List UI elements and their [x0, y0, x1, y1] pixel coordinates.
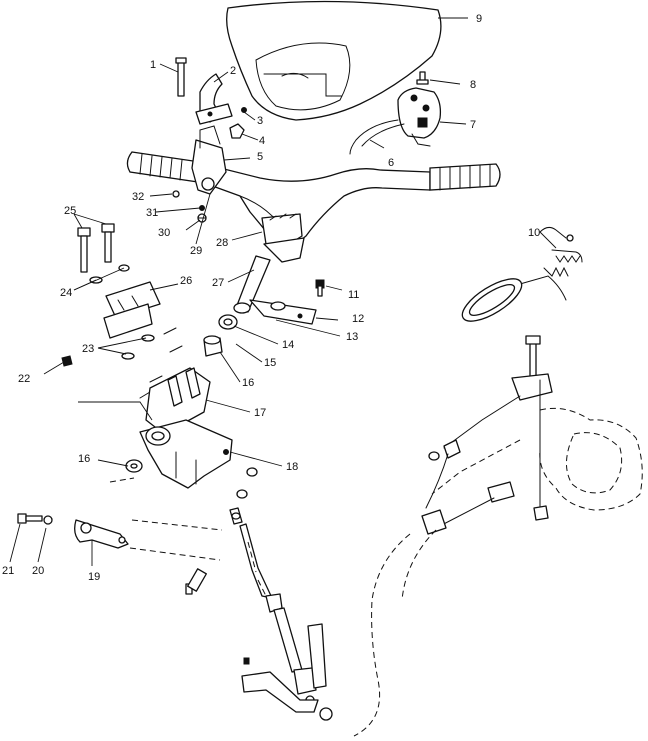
leader-lines	[9, 17, 557, 566]
callout-5: 5	[257, 151, 263, 163]
throttle-housing	[191, 125, 227, 195]
pin-1	[175, 57, 187, 97]
callout-6: 6	[388, 157, 394, 169]
mounting-block	[139, 419, 233, 489]
bracket-12	[249, 299, 317, 325]
lanyard-tether	[461, 226, 583, 322]
callout-17: 17	[254, 407, 266, 419]
lower-clamp	[145, 367, 211, 435]
callout-13: 13	[346, 331, 358, 343]
switch-cable	[349, 119, 399, 155]
washer-31	[199, 205, 205, 211]
pitman-arm	[74, 519, 129, 549]
callout-16-lower: 16	[78, 453, 90, 465]
callout-23: 23	[82, 343, 94, 355]
callout-22: 22	[18, 373, 30, 385]
bolt-25-left	[77, 227, 91, 273]
callout-10: 10	[528, 227, 540, 239]
bushing-16-lower	[125, 459, 143, 473]
callout-18: 18	[286, 461, 298, 473]
throttle-cable-assembly	[421, 335, 553, 535]
callout-11: 11	[348, 289, 359, 301]
bottom-bracket	[241, 623, 327, 713]
washer-23-a	[141, 334, 155, 342]
washer-23-b	[121, 352, 135, 360]
callout-25: 25	[64, 205, 76, 217]
bolt-25-right	[101, 223, 115, 263]
switch-housing	[397, 87, 442, 147]
callout-4: 4	[259, 135, 265, 147]
callout-1: 1	[150, 59, 156, 71]
left-grip	[126, 151, 201, 183]
upper-clamp	[103, 281, 161, 339]
small-bolt	[185, 568, 207, 595]
callout-12: 12	[352, 313, 364, 325]
bushing-14	[218, 314, 238, 330]
washer-32	[172, 190, 180, 198]
callout-labels: 1 2 3 4 5 6 7 8 9 10 11 12 13 14 15 16 1…	[2, 13, 540, 583]
screw-11	[315, 279, 325, 297]
right-grip	[429, 163, 501, 191]
callout-7: 7	[470, 119, 476, 131]
handlebar	[195, 161, 431, 245]
bolt-21	[17, 513, 43, 524]
callout-24: 24	[60, 287, 72, 299]
callout-8: 8	[470, 79, 476, 91]
callout-14: 14	[282, 339, 294, 351]
callout-28: 28	[216, 237, 228, 249]
screw-8	[416, 71, 429, 85]
steering-post	[233, 255, 271, 314]
carburetor-outline	[353, 407, 643, 737]
washer-3	[241, 107, 247, 113]
nut-4	[229, 123, 245, 139]
callout-29: 29	[190, 245, 202, 257]
callout-3: 3	[257, 115, 263, 127]
throttle-lever	[195, 73, 233, 125]
bushing-15	[203, 335, 223, 357]
callout-27: 27	[212, 277, 224, 289]
callout-20: 20	[32, 565, 44, 577]
callout-32: 32	[132, 191, 144, 203]
callout-31: 31	[146, 207, 158, 219]
handlebar-clamp	[261, 213, 305, 263]
handlebar-cover	[226, 0, 442, 121]
callout-15: 15	[264, 357, 276, 369]
callout-26: 26	[180, 275, 192, 287]
callout-9: 9	[476, 13, 482, 25]
callout-2: 2	[230, 65, 236, 77]
callout-19: 19	[88, 571, 100, 583]
callout-30: 30	[158, 227, 170, 239]
washer-20	[43, 515, 53, 525]
nut-22	[61, 355, 73, 367]
callout-16-upper: 16	[242, 377, 254, 389]
callout-21: 21	[2, 565, 14, 577]
